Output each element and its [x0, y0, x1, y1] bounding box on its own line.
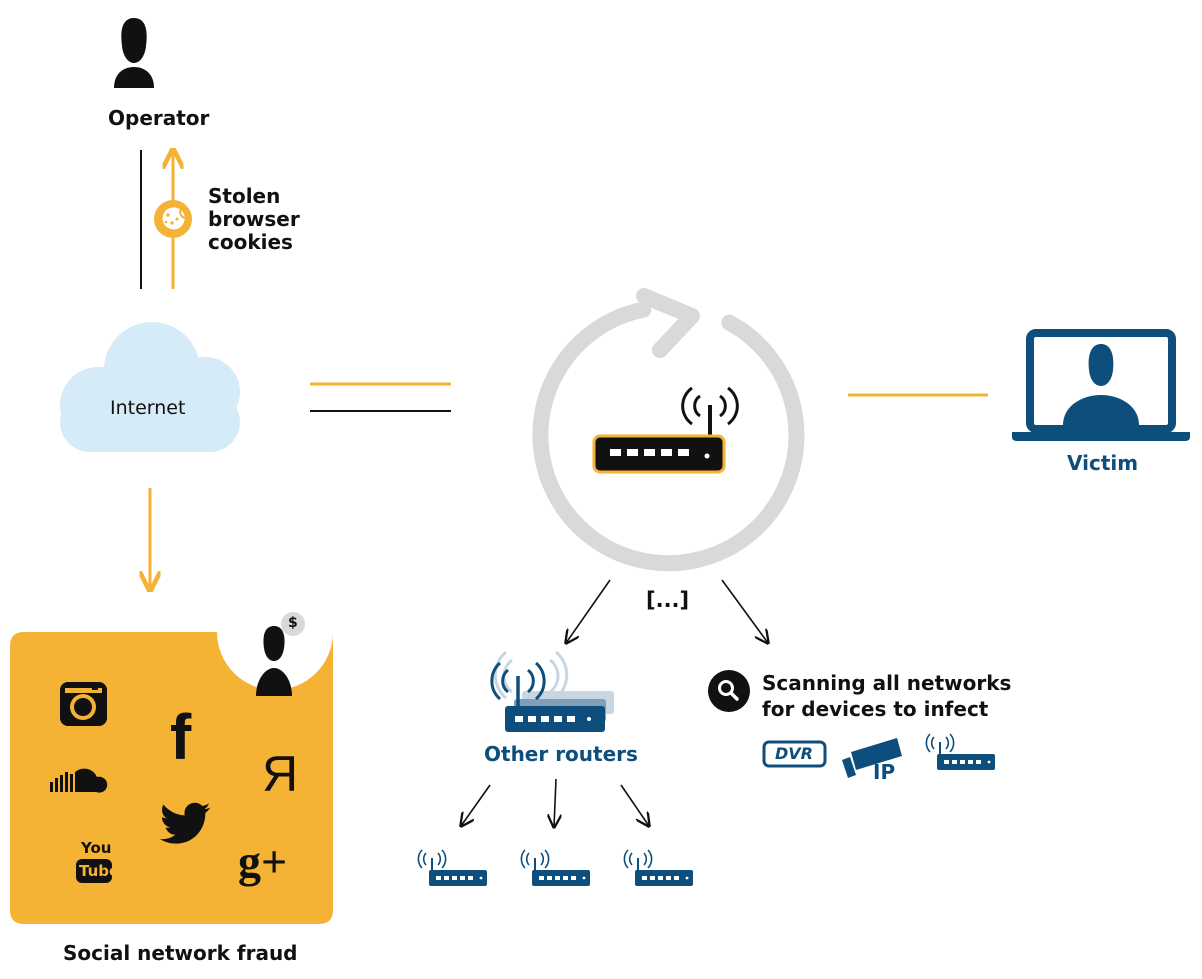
small-router-icon-1 — [417, 849, 488, 887]
fraudster-user-icon — [256, 626, 292, 696]
laptop-icon — [1012, 329, 1190, 441]
facebook-icon: f — [170, 701, 192, 773]
subspread-arrow-1 — [461, 784, 491, 826]
operator-user-icon — [114, 18, 154, 88]
google-plus-icon: g+ — [238, 836, 288, 887]
other-routers-label: Other routers — [484, 742, 638, 766]
stolen-cookies-label: Stolen browser cookies — [208, 185, 300, 254]
persistence-ring — [532, 301, 805, 572]
yandex-icon: Я — [262, 746, 299, 802]
spread-arrow-right — [721, 579, 768, 643]
cloud-icon — [60, 322, 240, 452]
youtube-icon-top: You — [81, 839, 112, 857]
subspread-arrow-3 — [620, 784, 649, 826]
dvr-text: DVR — [775, 744, 813, 763]
instagram-icon — [60, 682, 107, 726]
router-icon — [592, 386, 739, 474]
scan-router-icon — [925, 733, 996, 771]
stolen-cookies-line-3: cookies — [208, 230, 293, 254]
scanning-line-1: Scanning all networks — [762, 671, 1012, 695]
stolen-cookies-line-2: browser — [208, 207, 300, 231]
social-fraud-label: Social network fraud — [63, 941, 298, 965]
small-router-icon-2 — [520, 849, 591, 887]
dollar-text: $ — [288, 615, 298, 631]
soundcloud-icon — [50, 768, 108, 793]
victim-label: Victim — [1067, 451, 1139, 475]
spread-arrow-left — [566, 579, 611, 643]
ip-text: IP — [873, 760, 896, 784]
operator-label: Operator — [108, 106, 210, 130]
ellipsis-label: [...] — [646, 588, 690, 612]
subspread-arrow-2 — [554, 778, 556, 827]
magnifier-icon — [708, 670, 750, 712]
internet-label: Internet — [110, 397, 186, 419]
stolen-cookies-line-1: Stolen — [208, 184, 281, 208]
dvr-badge — [762, 740, 827, 768]
scanning-line-2: for devices to infect — [762, 697, 989, 721]
youtube-icon-bottom: Tube — [79, 862, 120, 880]
small-router-icon-3 — [623, 849, 694, 887]
dollar-badge — [281, 612, 305, 636]
camera-icon — [842, 738, 902, 778]
persistence-ring-arrowhead — [636, 288, 700, 358]
scanning-label: Scanning all networks for devices to inf… — [762, 670, 1011, 722]
cookie-icon — [154, 200, 192, 238]
other-routers-icon — [490, 650, 614, 732]
twitter-icon — [160, 802, 211, 844]
youtube-tube-box — [76, 859, 112, 883]
